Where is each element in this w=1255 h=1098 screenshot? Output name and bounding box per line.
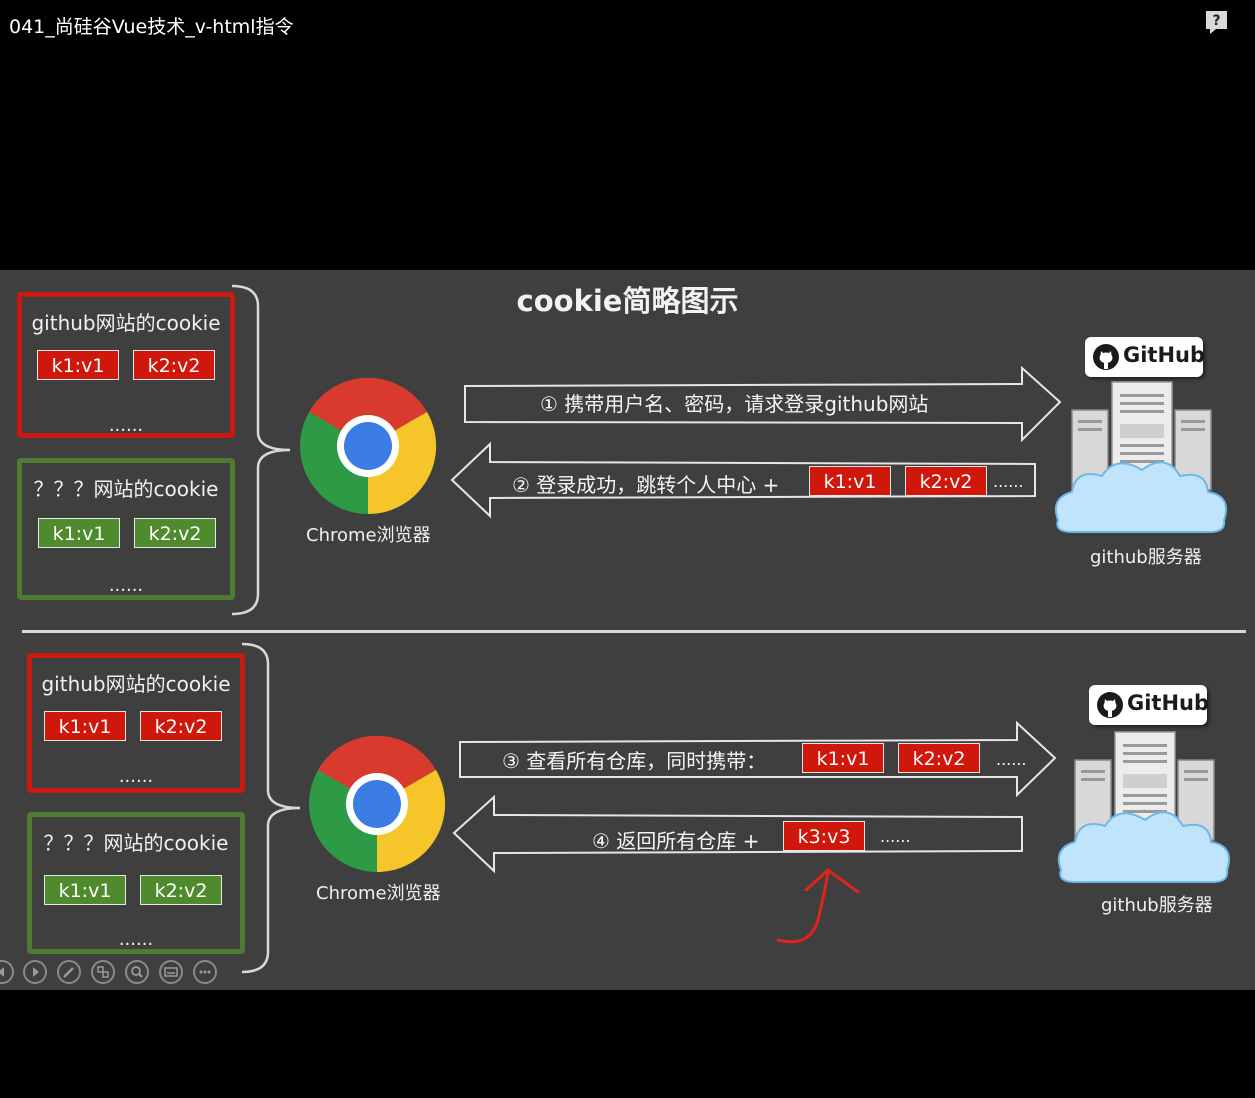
pen-button[interactable] [57, 960, 81, 984]
kv-tag: k2:v2 [898, 743, 980, 773]
help-button[interactable]: ? [1203, 9, 1230, 36]
question-mark-icon: ? [1206, 11, 1227, 34]
kv-tag: k1:v1 [38, 518, 120, 548]
kv-tag: k1:v1 [44, 875, 126, 905]
subtitles-icon [164, 967, 178, 977]
arrow3-text: ③ 查看所有仓库，同时携带： [502, 749, 767, 773]
slide-title: cookie简略图示 [516, 284, 739, 318]
subtitles-button[interactable] [159, 960, 183, 984]
chrome-label: Chrome浏览器 [316, 883, 441, 904]
kv-tag: k2:v2 [140, 711, 222, 741]
github-logo-icon [1093, 344, 1119, 370]
github-badge: GitHub [1085, 337, 1206, 377]
pen-icon [63, 967, 74, 978]
request-arrow [464, 366, 1062, 443]
prev-slide-button[interactable] [0, 960, 14, 984]
kv-tag: k2:v2 [133, 350, 215, 380]
response-arrow [452, 795, 1023, 874]
box-title: github网站的cookie [31, 311, 221, 335]
slides-button[interactable] [91, 960, 115, 984]
next-slide-button[interactable] [23, 960, 47, 984]
kv-tag: k1:v1 [44, 711, 126, 741]
zoom-icon [131, 966, 143, 978]
kv-tag: k2:v2 [134, 518, 216, 548]
svg-text:?: ? [1212, 13, 1220, 29]
next-icon [33, 967, 39, 977]
kv-tag: k1:v1 [809, 466, 891, 496]
server-icon [1054, 381, 1227, 533]
section-divider [22, 630, 1246, 633]
chrome-label: Chrome浏览器 [306, 525, 431, 546]
github-label: GitHub [1123, 343, 1206, 367]
ellipsis: ...... [108, 575, 144, 596]
box-title: github网站的cookie [41, 672, 231, 696]
slide: cookie简略图示 github网站的cookie k1:v1 k2:v2 .… [0, 270, 1255, 990]
kv-tag: k2:v2 [140, 875, 222, 905]
ellipsis: ...... [118, 766, 154, 787]
more-button[interactable] [193, 960, 217, 984]
brace-icon [231, 284, 291, 616]
server-label: github服务器 [1090, 547, 1202, 568]
kv-tag: k2:v2 [905, 466, 987, 496]
ellipsis: ...... [118, 929, 154, 950]
github-logo-icon [1097, 692, 1123, 718]
server-label: github服务器 [1101, 895, 1213, 916]
kv-tag: k1:v1 [37, 350, 119, 380]
github-badge: GitHub [1089, 685, 1210, 725]
dots: ...... [880, 827, 911, 846]
dots: ...... [993, 472, 1024, 491]
github-label: GitHub [1127, 691, 1210, 715]
github-cookie-box: github网站的cookie k1:v1 k2:v2 ...... [27, 653, 245, 793]
response-arrow [450, 441, 1036, 519]
ellipsis: ...... [108, 415, 144, 436]
github-cookie-box: github网站的cookie k1:v1 k2:v2 ...... [17, 292, 235, 438]
arrow1-text: ① 携带用户名、密码，请求登录github网站 [540, 392, 929, 416]
request-arrow [459, 721, 1057, 798]
box-title: ？？？网站的cookie [43, 831, 229, 855]
slides-icon [97, 966, 109, 978]
brace-icon [241, 642, 301, 974]
zoom-button[interactable] [125, 960, 149, 984]
kv-tag: k1:v1 [802, 743, 884, 773]
other-cookie-box: ？？？网站的cookie k1:v1 k2:v2 ...... [27, 812, 245, 954]
dots: ...... [996, 750, 1027, 769]
kv-tag: k3:v3 [783, 821, 865, 851]
arrow2-text: ② 登录成功，跳转个人中心 + [512, 473, 780, 497]
server-icon [1057, 731, 1230, 883]
arrow4-text: ④ 返回所有仓库 + [592, 829, 760, 853]
box-title: ？？？网站的cookie [33, 477, 219, 501]
prev-icon [0, 967, 4, 977]
video-title: 041_尚硅谷Vue技术_v-html指令 [9, 16, 294, 38]
chrome-icon [309, 735, 446, 873]
other-cookie-box: ？？？网站的cookie k1:v1 k2:v2 ...... [17, 458, 235, 600]
chrome-icon [300, 377, 437, 515]
annotation-arrow-icon [776, 868, 860, 944]
more-icon [199, 970, 211, 974]
